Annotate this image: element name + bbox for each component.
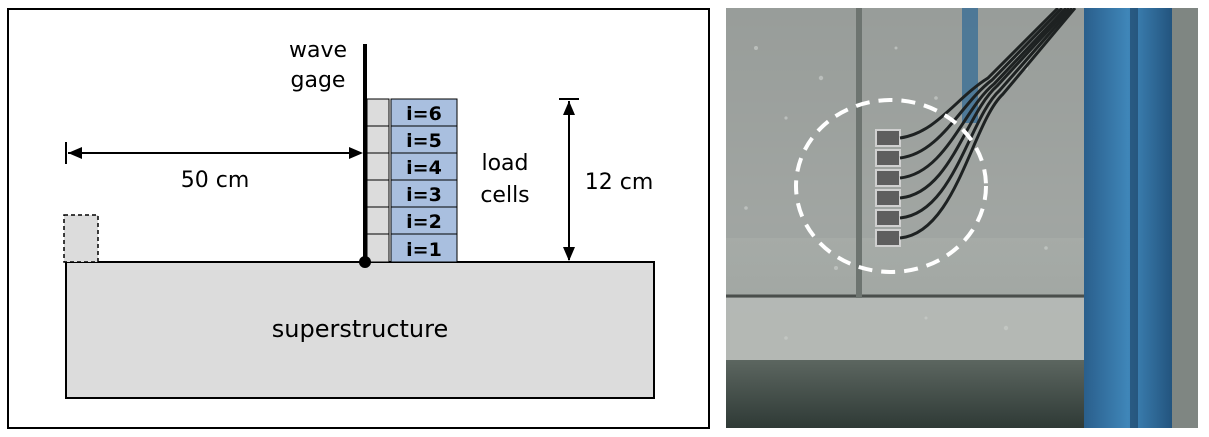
superstructure-label: superstructure	[272, 315, 449, 343]
load-cells-label-line1: load	[481, 151, 528, 176]
load-cell-1	[390, 233, 458, 263]
distance-label: 50 cm	[181, 168, 250, 193]
load-cell-4	[390, 152, 458, 181]
cell-label-2: i=2	[406, 211, 442, 233]
wave-gage-label-line1: wave	[289, 38, 347, 63]
photo-highlight-circle	[794, 98, 988, 274]
cell-label-1: i=1	[406, 239, 442, 261]
height-label: 12 cm	[585, 170, 654, 195]
experiment-photo	[726, 8, 1198, 428]
cell-label-3: i=3	[406, 184, 442, 206]
photo-blue-beam	[1084, 8, 1172, 428]
load-cell-6	[390, 98, 458, 127]
cell-label-5: i=5	[406, 130, 442, 152]
load-cell-5	[390, 125, 458, 154]
wave-gage-base-dot	[359, 256, 371, 268]
load-cell-stack: i=6 i=5 i=4 i=3 i=2 i=1	[390, 98, 458, 263]
superstructure-block	[65, 261, 655, 399]
distance-arrow-left	[68, 147, 82, 159]
load-cells-label-line2: cells	[480, 183, 529, 208]
dashed-marker-box	[63, 214, 99, 263]
wave-gage-label-line2: gage	[291, 68, 346, 93]
load-cell-3	[390, 179, 458, 208]
cell-label-4: i=4	[406, 157, 442, 179]
load-cell-2	[390, 206, 458, 235]
cell-label-6: i=6	[406, 103, 442, 125]
distance-arrow-right	[349, 147, 363, 159]
schematic-diagram: superstructure i=6 i=5 i=4 i=3 i=2 i=1 w…	[7, 8, 710, 429]
height-arrow-bottom	[563, 247, 575, 261]
height-arrow-top	[563, 101, 575, 115]
